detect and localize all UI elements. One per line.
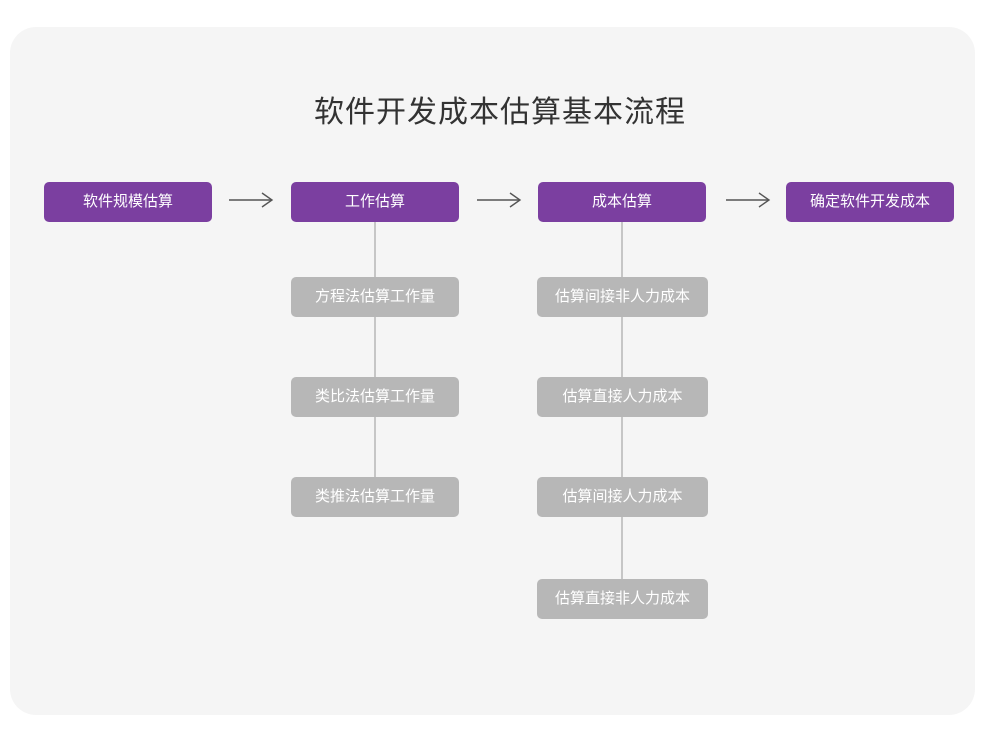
page-title: 软件开发成本估算基本流程: [314, 96, 686, 129]
diagram-card: [10, 27, 975, 715]
branch-node-cost-1[interactable]: 估算间接非人力成本: [537, 277, 708, 317]
flow-node-step-4[interactable]: 确定软件开发成本: [786, 182, 954, 222]
branch-node-cost-4[interactable]: 估算直接非人力成本: [537, 579, 708, 619]
branch-node-cost-2[interactable]: 估算直接人力成本: [537, 377, 708, 417]
flow-node-step-3[interactable]: 成本估算: [538, 182, 706, 222]
right-arrow-icon-1: [229, 190, 275, 210]
flow-node-step-1[interactable]: 软件规模估算: [44, 182, 212, 222]
right-arrow-icon-3: [726, 190, 772, 210]
right-arrow-icon-2: [477, 190, 523, 210]
connector-line-work-branch: [374, 215, 376, 497]
branch-node-cost-3[interactable]: 估算间接人力成本: [537, 477, 708, 517]
branch-node-work-3[interactable]: 类推法估算工作量: [291, 477, 459, 517]
flow-node-step-2[interactable]: 工作估算: [291, 182, 459, 222]
branch-node-work-1[interactable]: 方程法估算工作量: [291, 277, 459, 317]
branch-node-work-2[interactable]: 类比法估算工作量: [291, 377, 459, 417]
